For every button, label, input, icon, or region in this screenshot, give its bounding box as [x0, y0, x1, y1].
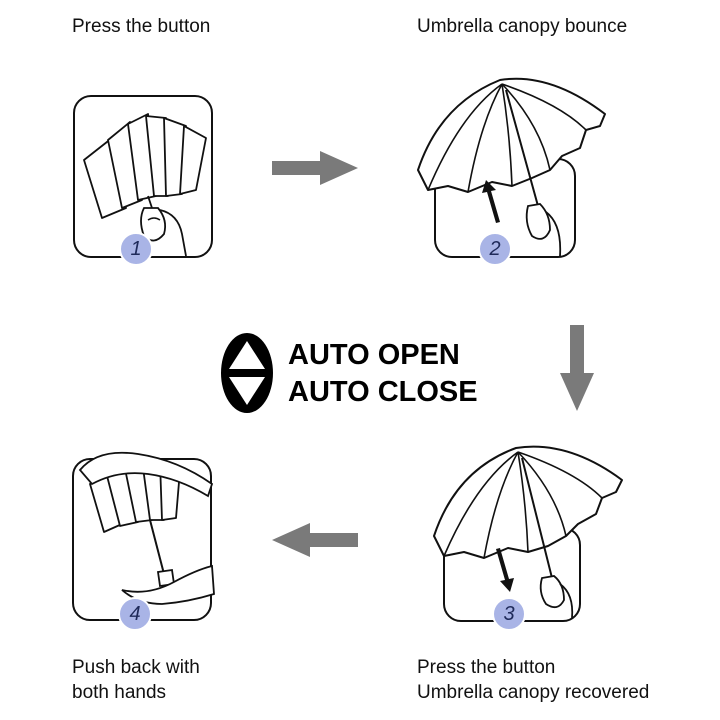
step-3-caption: Press the button Umbrella canopy recover… [417, 657, 650, 703]
step-2-caption: Umbrella canopy bounce [417, 16, 628, 37]
step-4-badge: 4 [118, 597, 152, 631]
step-4-caption: Push back with both hands [72, 657, 200, 703]
push-back-umbrella-icon [78, 451, 215, 605]
up-down-arrows-icon [221, 333, 273, 413]
closing-umbrella-icon [433, 445, 623, 619]
arrow-down-icon [560, 325, 594, 411]
auto-close-text: AUTO CLOSE [288, 376, 478, 408]
auto-open-text: AUTO OPEN [288, 339, 460, 371]
arrow-right-icon [272, 151, 358, 185]
step-3-badge: 3 [492, 597, 526, 631]
arrow-down-small-icon [496, 548, 514, 592]
step-1-badge: 1 [119, 232, 153, 266]
open-umbrella-icon [417, 77, 606, 257]
closed-umbrella-icon [83, 113, 207, 257]
step-1-caption: Press the button [72, 16, 211, 37]
arrow-up-small-icon [482, 180, 500, 223]
auto-open-close-label: AUTO OPEN AUTO CLOSE [288, 337, 478, 411]
arrow-left-icon [272, 523, 358, 557]
step-2-badge: 2 [478, 232, 512, 266]
